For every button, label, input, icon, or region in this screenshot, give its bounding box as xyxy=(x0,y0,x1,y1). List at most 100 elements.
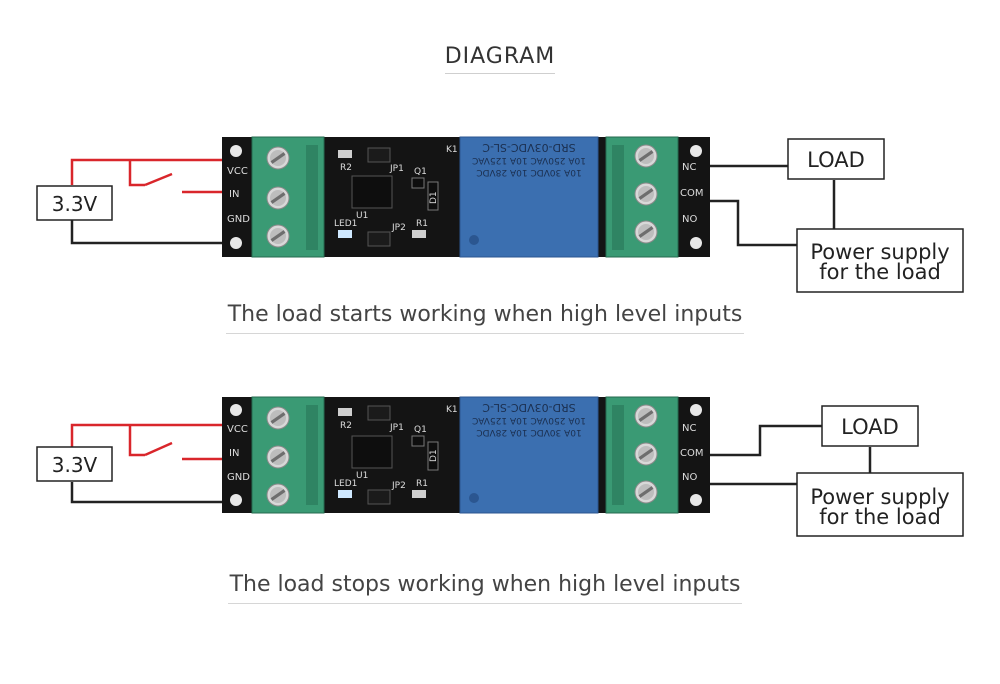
resistor-r1 xyxy=(412,230,426,238)
terminal-screw xyxy=(266,146,290,170)
terminal-screw xyxy=(634,404,658,428)
relay-model: SRD-03VDC-SL-C xyxy=(482,401,576,414)
com-wire xyxy=(710,424,822,457)
label-r1: R1 xyxy=(416,219,428,229)
jumper-jp1 xyxy=(367,147,391,163)
relay-k1 xyxy=(459,396,599,514)
vcc-wire xyxy=(70,423,222,452)
label-k1: K1 xyxy=(446,405,458,415)
optocoupler-u1 xyxy=(351,435,393,469)
pin-label-gnd: GND xyxy=(227,214,250,225)
mount-hole xyxy=(230,145,242,157)
relay-dot xyxy=(469,235,479,245)
resistor-r1 xyxy=(412,490,426,498)
relay-rating-2: 10A 30VDC 10A 28VDC xyxy=(476,427,581,437)
terminal-screw xyxy=(266,186,290,210)
caption-diagram-1: The load starts working when high level … xyxy=(0,302,970,334)
relay-board-2: VCC IN GND R2 JP1 Q1 K1 U1 D1 LED1 JP2 R… xyxy=(222,396,710,514)
relay-model: SRD-03VDC-SL-C xyxy=(482,141,576,154)
pin-label-in: IN xyxy=(229,448,239,459)
label-jp2: JP2 xyxy=(391,481,406,491)
terminal-ridge xyxy=(306,145,318,250)
caption-text: The load stops working when high level i… xyxy=(227,572,743,604)
power-supply-line-2: for the load xyxy=(819,505,941,529)
power-supply-box xyxy=(796,228,964,293)
resistor-r2 xyxy=(338,150,352,158)
out-label-nc: NC xyxy=(682,423,696,434)
terminal-screw xyxy=(266,483,290,507)
out-label-com: COM xyxy=(680,448,703,459)
power-supply-line-1: Power supply xyxy=(810,485,949,509)
terminal-ridge xyxy=(306,405,318,505)
supply-label: 3.3V xyxy=(52,453,98,477)
diode-d1 xyxy=(427,181,439,211)
switch-wire xyxy=(128,160,145,187)
diagram-title: DIAGRAM xyxy=(0,44,1000,74)
mount-hole xyxy=(690,237,702,249)
label-r2: R2 xyxy=(340,163,352,173)
optocoupler-u1 xyxy=(351,175,393,209)
pin-label-gnd: GND xyxy=(227,472,250,483)
relay-diagram-1: 3.3V VCC IN GND R2 xyxy=(36,136,964,293)
caption-diagram-2: The load stops working when high level i… xyxy=(0,572,970,604)
power-supply-line-1: Power supply xyxy=(810,240,949,264)
label-q1: Q1 xyxy=(414,425,427,435)
out-label-no: NO xyxy=(682,472,697,483)
relay-board-1: VCC IN GND R2 JP1 Q1 K1 U1 D1 LED1 xyxy=(222,136,710,258)
load-label: LOAD xyxy=(807,148,865,172)
power-supply-line-2: for the load xyxy=(819,260,941,284)
mount-hole xyxy=(230,494,242,506)
com-wire xyxy=(710,199,797,247)
output-wiring-1: LOAD Power supply for the load xyxy=(710,138,964,293)
switch-lever xyxy=(144,441,173,457)
label-jp1: JP1 xyxy=(389,164,404,174)
relay-rating-1: 10A 250VAC 10A 125VAC xyxy=(472,415,586,425)
mount-hole xyxy=(690,494,702,506)
mount-hole xyxy=(230,237,242,249)
jumper-jp2 xyxy=(367,489,391,505)
label-k1: K1 xyxy=(446,145,458,155)
transistor-q1 xyxy=(411,177,425,189)
relay-dot xyxy=(469,493,479,503)
led1 xyxy=(338,230,352,238)
terminal-screw xyxy=(634,480,658,504)
label-jp1: JP1 xyxy=(389,423,404,433)
load-label: LOAD xyxy=(841,415,899,439)
load-box xyxy=(821,405,919,447)
pin-label-in: IN xyxy=(229,189,239,200)
terminal-ridge xyxy=(612,405,624,505)
label-led1: LED1 xyxy=(334,479,357,489)
power-supply-box xyxy=(796,472,964,537)
relay-k1 xyxy=(459,136,599,258)
terminal-screw xyxy=(266,224,290,248)
supply-box xyxy=(36,185,113,221)
relay-rating-1: 10A 250VAC 10A 125VAC xyxy=(472,155,586,165)
label-q1: Q1 xyxy=(414,167,427,177)
input-wiring-2: 3.3V xyxy=(36,423,222,504)
label-r2: R2 xyxy=(340,421,352,431)
terminal-screw xyxy=(634,182,658,206)
transistor-q1 xyxy=(411,435,425,447)
out-label-nc: NC xyxy=(682,162,696,173)
out-label-no: NO xyxy=(682,214,697,225)
relay-rating-2: 10A 30VDC 10A 28VDC xyxy=(476,167,581,177)
label-d1: D1 xyxy=(429,449,439,462)
pin-label-vcc: VCC xyxy=(227,166,248,177)
label-jp2: JP2 xyxy=(391,223,406,233)
caption-text: The load starts working when high level … xyxy=(225,302,745,334)
gnd-wire xyxy=(70,219,222,245)
title-text: DIAGRAM xyxy=(444,44,556,74)
label-led1: LED1 xyxy=(334,219,357,229)
input-wiring-1: 3.3V xyxy=(36,158,222,245)
terminal-screw xyxy=(634,220,658,244)
mount-hole xyxy=(690,404,702,416)
mount-hole xyxy=(230,404,242,416)
terminal-screw xyxy=(634,144,658,168)
led1 xyxy=(338,490,352,498)
resistor-r2 xyxy=(338,408,352,416)
supply-box xyxy=(36,446,113,482)
supply-label: 3.3V xyxy=(52,192,98,216)
pin-label-vcc: VCC xyxy=(227,424,248,435)
terminal-ridge xyxy=(612,145,624,250)
